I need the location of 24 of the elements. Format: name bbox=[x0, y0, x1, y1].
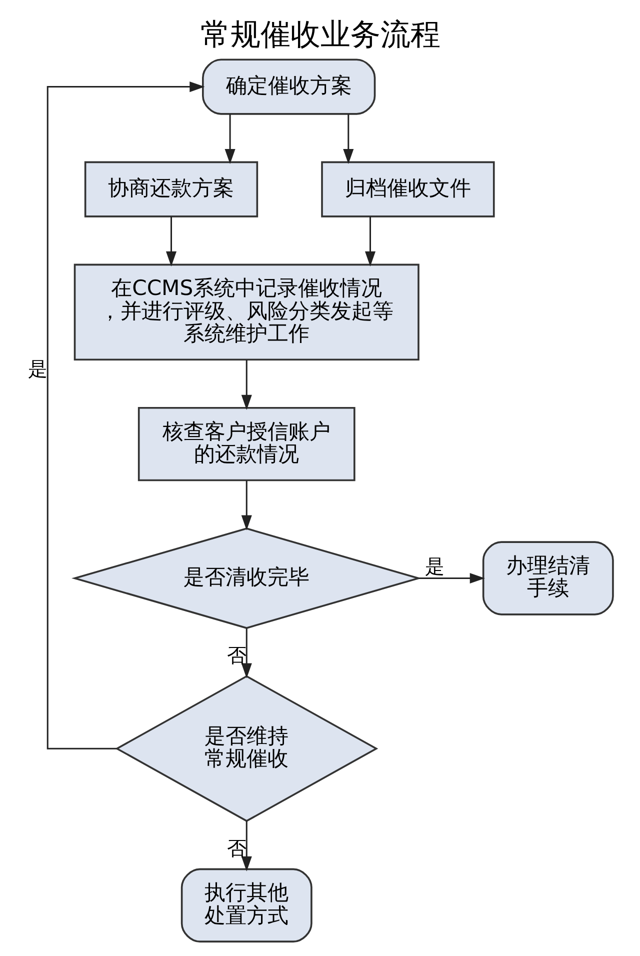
node-box: 归档催收文件 bbox=[320, 161, 494, 218]
arrow bbox=[364, 216, 376, 266]
edge-label: 否 bbox=[226, 836, 246, 860]
node-box: 在CCMS系统中记录催收情况，并进行评级、风险分类发起等系统维护工作 bbox=[73, 264, 419, 361]
node-box: 办理结清手续 bbox=[482, 541, 614, 616]
diagram-title: 常规催收业务流程 bbox=[200, 18, 440, 53]
arrow bbox=[165, 216, 176, 266]
node-box: 核查客户授信账户的还款情况 bbox=[137, 407, 355, 482]
node-box: 确定催收方案 bbox=[202, 58, 376, 115]
node-diamond: 是否维持常规催收 bbox=[114, 675, 378, 822]
arrow bbox=[240, 360, 252, 410]
arrow bbox=[240, 628, 252, 678]
node-box: 协商还款方案 bbox=[84, 161, 258, 218]
edge-label: 是 bbox=[424, 554, 444, 578]
node-diamond: 是否清收完毕 bbox=[71, 528, 422, 629]
node-box: 执行其他处置方式 bbox=[180, 868, 312, 942]
edge-label: 否 bbox=[226, 644, 246, 667]
arrow bbox=[240, 821, 252, 872]
arrow bbox=[240, 480, 252, 530]
arrow bbox=[342, 114, 354, 164]
arrow bbox=[224, 114, 235, 164]
edge-label: 是 bbox=[27, 357, 48, 380]
arrow bbox=[46, 82, 204, 750]
arrow bbox=[418, 572, 484, 584]
